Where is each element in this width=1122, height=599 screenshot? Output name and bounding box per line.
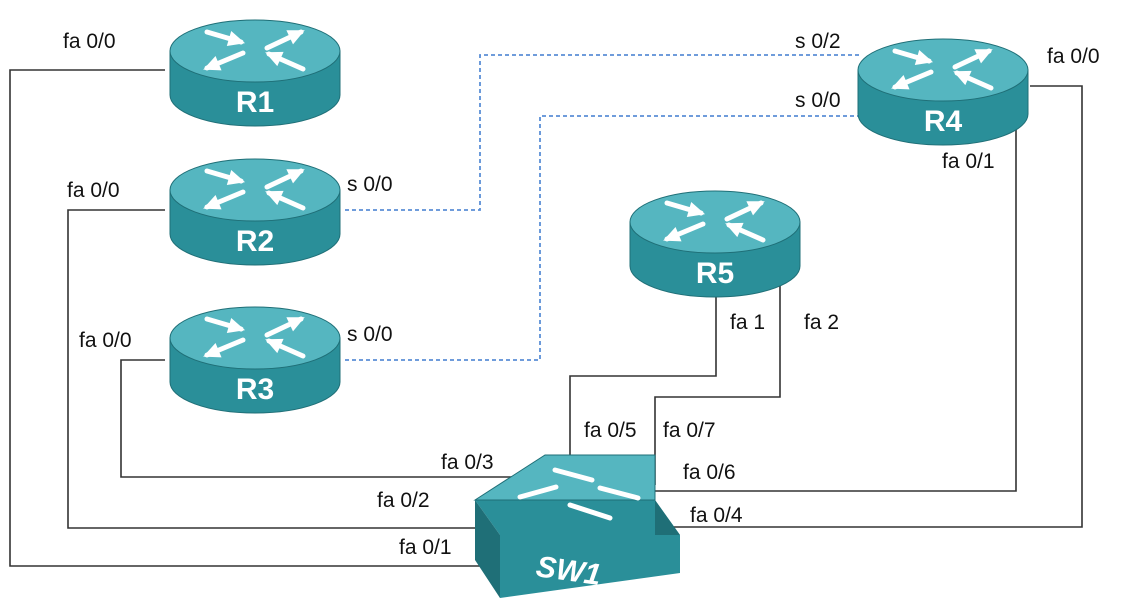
- r3-port-label: fa 0/0: [79, 329, 132, 352]
- r4-name-label: R4: [924, 105, 963, 138]
- r5-port-label: fa 1: [730, 311, 766, 334]
- switch-front: [475, 500, 680, 535]
- switch-face: [500, 535, 680, 598]
- ethernet-link-r5-sw1-a: [569, 290, 717, 462]
- router-top: [629, 190, 801, 254]
- ethernet-link-r1-sw1: [9, 69, 505, 567]
- r5-name-label: R5: [696, 257, 734, 290]
- r3-port-label: s 0/0: [347, 323, 393, 346]
- router-top: [169, 19, 341, 83]
- sw1-port-label: fa 0/6: [683, 461, 736, 484]
- r1-port-label: fa 0/0: [63, 30, 116, 53]
- r4-port-label: s 0/0: [795, 89, 841, 112]
- router-icon: [203, 316, 306, 359]
- switch-left: [475, 500, 500, 598]
- ethernet-link-r5-sw1-b: [654, 285, 781, 485]
- sw1-port-label: fa 0/3: [441, 451, 494, 474]
- router-icon: [663, 200, 766, 243]
- router-icon: [891, 48, 994, 91]
- sw1-switch[interactable]: SW1: [473, 454, 680, 598]
- r2-port-label: fa 0/0: [67, 179, 120, 202]
- router-top: [169, 158, 341, 222]
- ethernet-link-r4-sw1-a: [668, 85, 1083, 528]
- sw1-port-label: fa 0/5: [584, 419, 637, 442]
- sw1-port-label: fa 0/4: [690, 504, 743, 527]
- ethernet-link-r2-sw1: [67, 209, 475, 529]
- ethernet-link-r3-sw1: [120, 359, 520, 478]
- sw1-port-label: fa 0/2: [377, 489, 430, 512]
- r4-router[interactable]: R4: [857, 38, 1029, 146]
- r4-port-label: fa 0/0: [1047, 45, 1100, 68]
- r4-port-label: s 0/2: [795, 30, 841, 53]
- serial-link-r2-r4: [345, 54, 860, 211]
- r1-router[interactable]: R1: [169, 19, 341, 127]
- r1-name-label: R1: [236, 86, 274, 119]
- switch-icon: [517, 467, 641, 521]
- r2-name-label: R2: [236, 225, 274, 258]
- router-top: [857, 38, 1029, 102]
- r4-port-label: fa 0/1: [942, 150, 995, 173]
- r5-router[interactable]: R5: [629, 190, 801, 298]
- router-icon: [203, 168, 306, 211]
- r2-port-label: s 0/0: [347, 173, 393, 196]
- r2-router[interactable]: R2: [169, 158, 341, 266]
- r3-name-label: R3: [236, 373, 274, 406]
- router-top: [169, 306, 341, 370]
- r5-port-label: fa 2: [804, 311, 840, 334]
- ethernet-link-r4-sw1-b: [650, 120, 1017, 492]
- sw1-port-label: fa 0/7: [663, 419, 716, 442]
- serial-link-r3-r4: [345, 115, 860, 361]
- sw1-port-label: fa 0/1: [399, 536, 452, 559]
- router-icon: [203, 29, 306, 72]
- r3-router[interactable]: R3: [169, 306, 341, 414]
